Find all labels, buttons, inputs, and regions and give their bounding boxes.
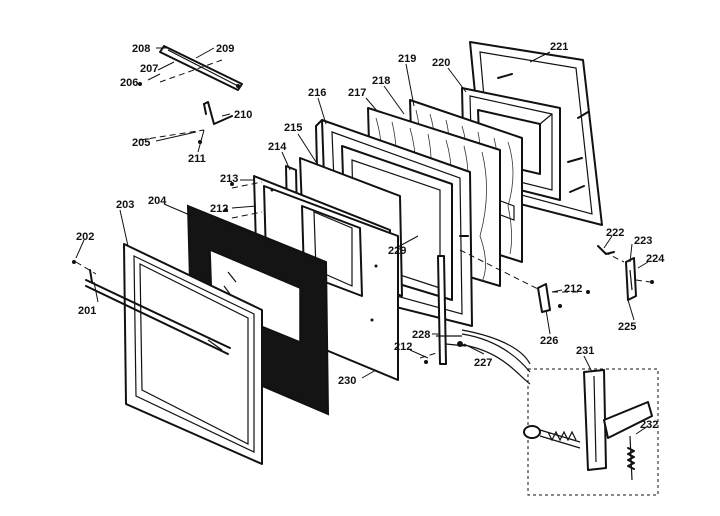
callout-212-bottom: 212 — [394, 341, 412, 353]
part-223-hinge-plate — [625, 257, 637, 301]
callout-217: 217 — [348, 87, 366, 99]
callout-214: 214 — [268, 141, 287, 153]
callout-215: 215 — [284, 122, 302, 134]
callout-210: 210 — [234, 109, 252, 121]
callout-219: 219 — [398, 53, 416, 65]
leader-lines — [75, 47, 649, 435]
callout-212-right: 212 — [564, 283, 582, 295]
part-231-hinge-detail-inset — [457, 329, 659, 496]
part-210-top-bracket — [203, 101, 233, 125]
callout-230: 230 — [338, 375, 356, 387]
part-201-handle-rod — [85, 269, 231, 355]
part-208-vent-rail — [159, 45, 243, 91]
callout-225: 225 — [618, 321, 636, 333]
callout-222: 222 — [606, 227, 624, 239]
callout-218: 218 — [372, 75, 390, 87]
callout-221: 221 — [550, 41, 568, 53]
callout-207: 207 — [140, 63, 158, 75]
callout-232: 232 — [640, 419, 658, 431]
part-227-hinge-arm — [436, 255, 467, 365]
callout-223: 223 — [634, 235, 652, 247]
callout-226: 226 — [540, 335, 558, 347]
callout-209: 209 — [216, 43, 234, 55]
callout-231: 231 — [576, 345, 594, 357]
part-203-outer-glass-frame — [123, 243, 263, 465]
callout-203: 203 — [116, 199, 134, 211]
callout-201: 201 — [78, 305, 96, 317]
callout-224: 224 — [646, 253, 665, 265]
fasteners — [72, 82, 654, 364]
alignment-guides — [75, 59, 651, 359]
callout-213: 213 — [220, 173, 238, 185]
callout-211: 211 — [188, 153, 206, 165]
callout-227: 227 — [474, 357, 492, 369]
callout-220: 220 — [432, 57, 450, 69]
callout-205: 205 — [132, 137, 150, 149]
callout-229: 229 — [388, 245, 406, 257]
callout-212-left: 212 — [210, 203, 228, 215]
part-222-hinge-pin — [597, 245, 615, 255]
callout-204: 204 — [148, 195, 167, 207]
callout-labels: 201 202 203 204 205 206 207 208 209 210 … — [76, 41, 665, 431]
part-226-hinge-clip — [537, 283, 551, 313]
callout-216: 216 — [308, 87, 326, 99]
callout-228: 228 — [412, 329, 430, 341]
callout-206: 206 — [120, 77, 138, 89]
callout-208: 208 — [132, 43, 150, 55]
callout-202: 202 — [76, 231, 94, 243]
